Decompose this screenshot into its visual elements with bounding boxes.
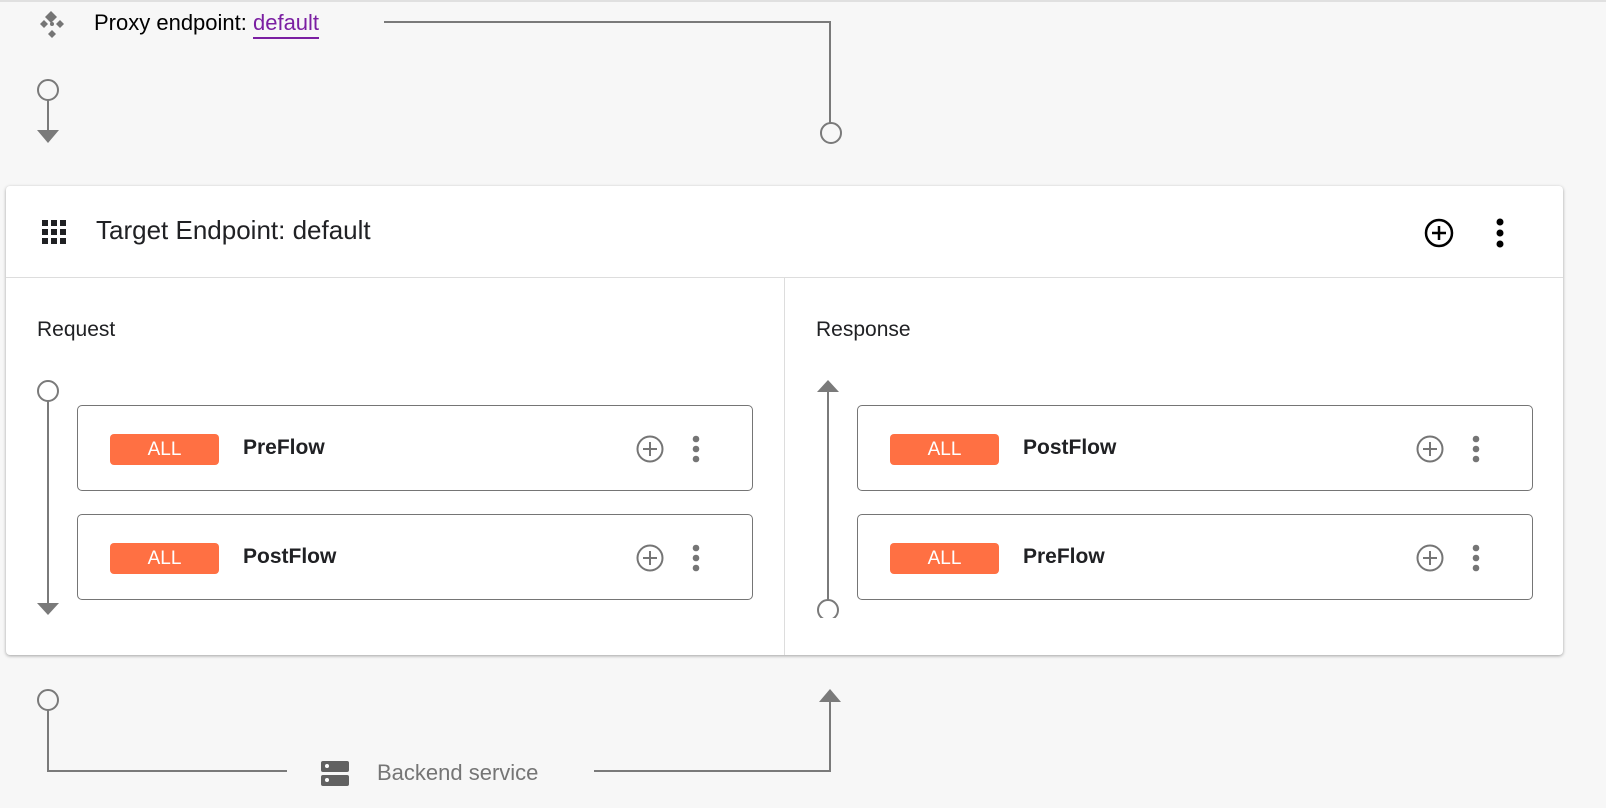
condition-badge: ALL xyxy=(890,543,999,574)
more-vert-icon[interactable] xyxy=(688,434,704,464)
proxy-endpoint-icon xyxy=(40,11,64,38)
add-icon[interactable] xyxy=(1423,217,1455,249)
proxy-endpoint-link[interactable]: default xyxy=(252,10,320,39)
more-vert-icon[interactable] xyxy=(688,543,704,573)
flow-name: PostFlow xyxy=(1023,436,1117,459)
add-step-icon[interactable] xyxy=(1415,434,1445,464)
condition-badge: ALL xyxy=(890,434,999,465)
condition-badge: ALL xyxy=(110,543,219,574)
proxy-endpoint-text: Proxy endpoint: xyxy=(94,10,253,35)
request-flow-arrow xyxy=(37,380,59,615)
page-title: Target Endpoint: default xyxy=(96,215,371,245)
flow-name: PostFlow xyxy=(243,545,337,568)
card-header: Target Endpoint: default xyxy=(6,186,1563,278)
response-column: Response ALL PostFlow ALL PreFlow xyxy=(785,278,1563,655)
request-label: Request xyxy=(37,318,116,341)
request-column: Request ALL PreFlow ALL PostFlow xyxy=(6,278,785,655)
add-step-icon[interactable] xyxy=(635,543,665,573)
add-step-icon[interactable] xyxy=(635,434,665,464)
flow-name: PreFlow xyxy=(1023,545,1105,568)
flow-row-postflow[interactable]: ALL PostFlow xyxy=(857,405,1533,491)
flow-row-preflow[interactable]: ALL PreFlow xyxy=(77,405,753,491)
more-vert-icon[interactable] xyxy=(1468,434,1484,464)
flow-row-postflow[interactable]: ALL PostFlow xyxy=(77,514,753,600)
response-label: Response xyxy=(816,318,911,341)
backend-service-icon xyxy=(321,761,349,786)
flow-row-preflow[interactable]: ALL PreFlow xyxy=(857,514,1533,600)
proxy-endpoint-label: Proxy endpoint: default xyxy=(94,10,320,39)
flow-name: PreFlow xyxy=(243,436,325,459)
response-flow-arrow xyxy=(817,380,839,618)
more-vert-icon[interactable] xyxy=(1490,217,1510,249)
condition-badge: ALL xyxy=(110,434,219,465)
add-step-icon[interactable] xyxy=(1415,543,1445,573)
more-vert-icon[interactable] xyxy=(1468,543,1484,573)
grid-icon xyxy=(42,220,66,244)
target-endpoint-card: Target Endpoint: default Request ALL Pre… xyxy=(6,186,1563,655)
backend-service-label: Backend service xyxy=(377,760,539,785)
